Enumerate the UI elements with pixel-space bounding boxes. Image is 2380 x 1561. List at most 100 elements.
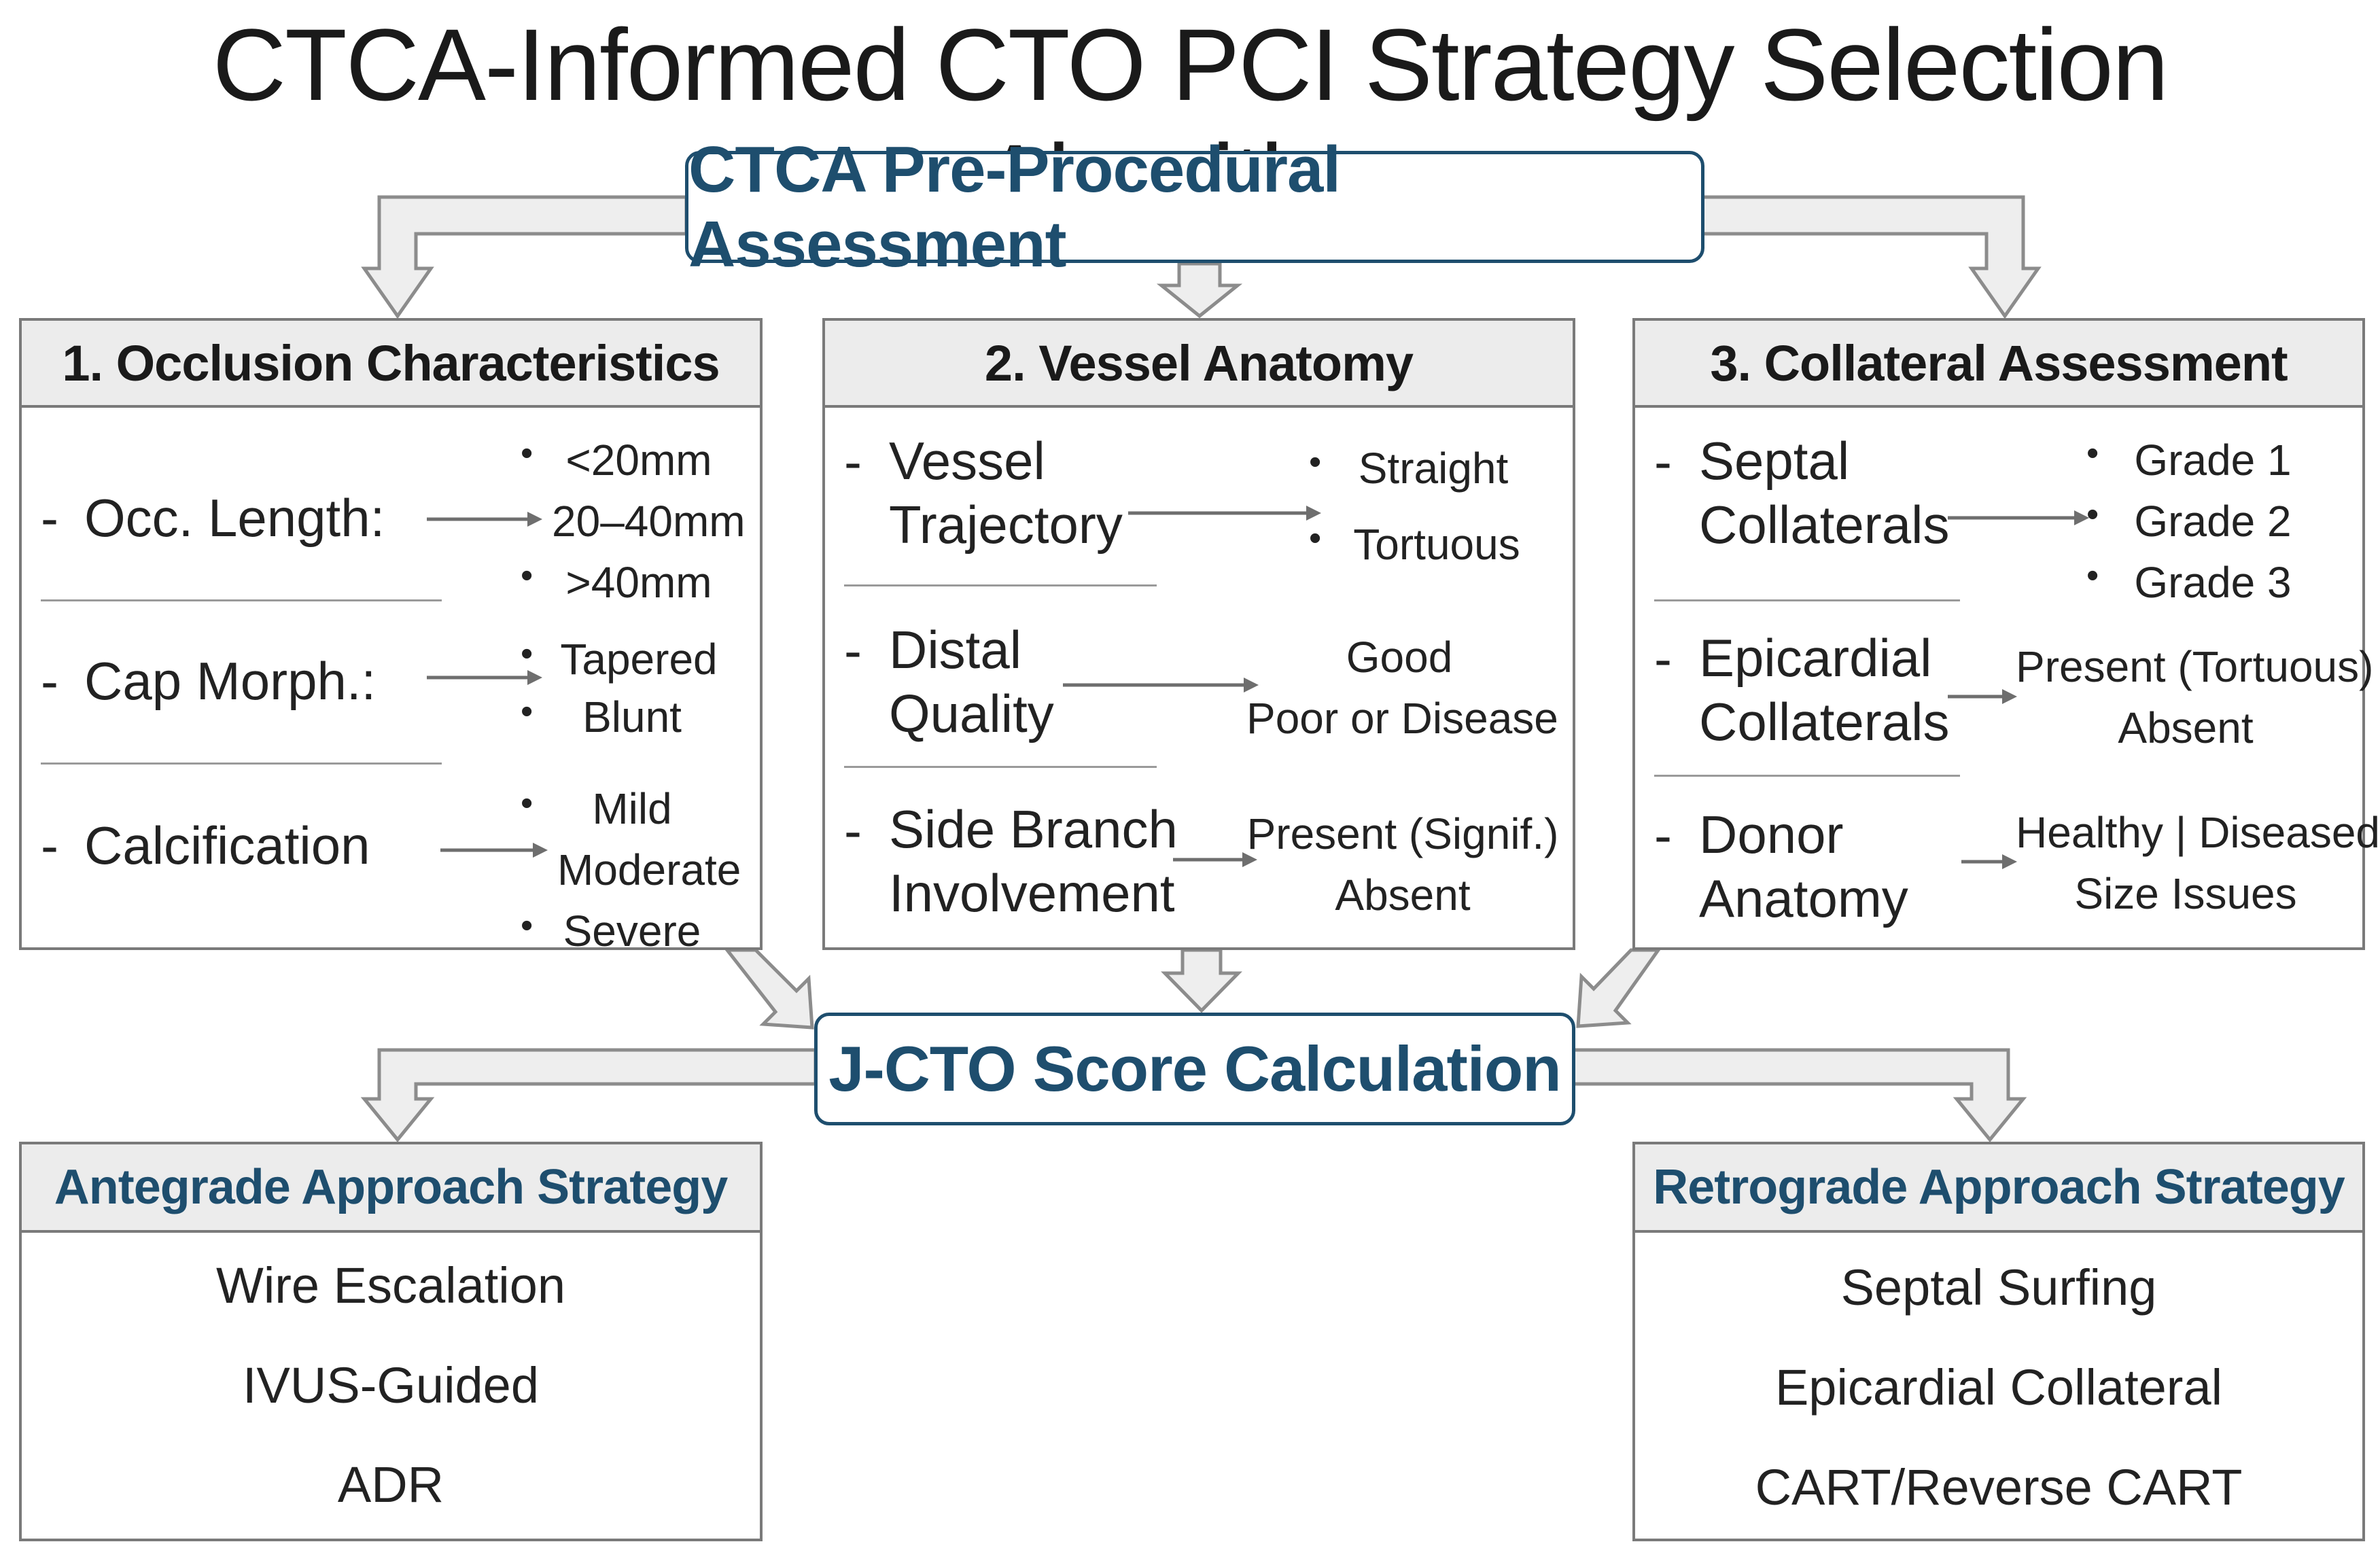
donor-anatomy-label-line2: Anatomy — [1699, 869, 1908, 928]
bullet-icon: • — [2086, 434, 2099, 473]
right-arrow-icon — [1128, 504, 1323, 525]
vessel-trajectory-label-line1: Vessel — [889, 431, 1045, 491]
arrow-vessel-to-jcto — [1161, 948, 1242, 1013]
arrow-assessment-to-vessel — [1156, 262, 1243, 319]
arrow-assessment-to-collateral — [1700, 195, 2042, 319]
row-divider — [1654, 775, 1960, 777]
row-divider — [41, 762, 442, 765]
option-size-issues: Size Issues — [2074, 869, 2297, 918]
calcification-label: Calcification — [84, 815, 370, 875]
epicardial-collaterals-label-line1: Epicardial — [1699, 628, 1932, 688]
bullet-icon: • — [521, 906, 533, 945]
antegrade-strategy-heading: Antegrade Approach Strategy — [22, 1144, 760, 1233]
right-arrow-icon — [427, 510, 544, 531]
bullet-icon: • — [521, 634, 533, 673]
option-present-signif: Present (Signif.) — [1246, 809, 1559, 858]
row-divider — [41, 599, 442, 601]
option-grade-1: Grade 1 — [2134, 436, 2292, 485]
bullet-icon: • — [521, 692, 533, 731]
right-arrow-icon — [427, 669, 544, 690]
septal-collaterals-label-line2: Collaterals — [1699, 495, 1950, 555]
vessel-trajectory-label-line2: Trajectory — [889, 495, 1123, 555]
strategy-item: CART/Reverse CART — [1755, 1459, 2243, 1515]
row-dash: - — [844, 432, 862, 491]
row-dash: - — [41, 488, 58, 548]
strategy-item: ADR — [337, 1456, 444, 1513]
option-mild: Mild — [592, 784, 672, 833]
bullet-icon: • — [521, 434, 533, 473]
option-present-tortuous: Present (Tortuous) — [2016, 642, 2374, 691]
arrow-jcto-to-antegrade — [360, 1048, 818, 1142]
side-branch-label-line2: Involvement — [889, 863, 1175, 923]
bullet-icon: • — [1309, 442, 1322, 482]
option-poor-or-disease: Poor or Disease — [1246, 694, 1558, 743]
option-straight: Straight — [1358, 444, 1509, 493]
option-absent: Absent — [2118, 703, 2254, 752]
strategy-item: Septal Surfing — [1840, 1259, 2157, 1316]
row-divider — [844, 766, 1157, 768]
option-absent: Absent — [1335, 871, 1471, 919]
epicardial-collaterals-label-line2: Collaterals — [1699, 692, 1950, 752]
option-grade-3: Grade 3 — [2134, 558, 2292, 607]
right-arrow-icon — [1173, 851, 1259, 872]
row-dash: - — [844, 801, 862, 860]
antegrade-strategy-box: Antegrade Approach Strategy Wire Escalat… — [19, 1142, 763, 1541]
septal-collaterals-label-line1: Septal — [1699, 431, 1850, 491]
bullet-icon: • — [521, 556, 533, 595]
option-healthy-diseased: Healthy | Diseased — [2016, 808, 2380, 857]
row-dash: - — [41, 815, 58, 875]
side-branch-label-line1: Side Branch — [889, 799, 1178, 859]
option-tortuous: Tortuous — [1353, 520, 1520, 569]
retrograde-strategy-heading: Retrograde Approach Strategy — [1635, 1144, 2362, 1233]
arrow-jcto-to-retrograde — [1571, 1048, 2027, 1142]
option-gt40mm: >40mm — [565, 558, 712, 607]
right-arrow-icon — [1948, 688, 2018, 709]
distal-quality-label-line2: Quality — [889, 684, 1054, 743]
arrow-occlusion-to-jcto — [723, 948, 814, 1030]
jcto-score-label: J-CTO Score Calculation — [828, 1033, 1561, 1104]
option-blunt: Blunt — [582, 692, 682, 741]
bullet-icon: • — [2086, 556, 2099, 595]
option-severe: Severe — [563, 907, 701, 955]
right-arrow-icon — [440, 841, 549, 862]
occlusion-characteristics-box: 1. Occlusion Characteristics - Occ. Leng… — [19, 318, 763, 955]
occlusion-characteristics-heading: 1. Occlusion Characteristics — [22, 321, 760, 408]
bullet-icon: • — [521, 784, 533, 823]
vessel-anatomy-box: 2. Vessel Anatomy - Vessel Trajectory • … — [822, 318, 1575, 950]
collateral-assessment-box: 3. Collateral Assessment - Septal Collat… — [1632, 318, 2380, 950]
row-dash: - — [1654, 629, 1672, 688]
row-dash: - — [844, 620, 862, 680]
right-arrow-icon — [1961, 853, 2018, 874]
cap-morph-label: Cap Morph.: — [84, 651, 377, 711]
strategy-item: Wire Escalation — [215, 1257, 566, 1314]
ctca-assessment-node: CTCA Pre-Procedural Assessment — [685, 133, 1704, 281]
row-divider — [1654, 599, 1960, 601]
row-dash: - — [1654, 432, 1672, 491]
bullet-icon: • — [2086, 495, 2099, 534]
collateral-assessment-heading: 3. Collateral Assessment — [1635, 321, 2362, 408]
option-grade-2: Grade 2 — [2134, 497, 2292, 546]
distal-quality-label-line1: Distal — [889, 620, 1022, 680]
jcto-score-node: J-CTO Score Calculation — [814, 1013, 1575, 1125]
option-20-40mm: 20–40mm — [552, 497, 746, 546]
ctca-assessment-label: CTCA Pre-Procedural Assessment — [688, 133, 1341, 281]
occ-length-label: Occ. Length: — [84, 488, 385, 548]
row-divider — [844, 584, 1157, 586]
right-arrow-icon — [1948, 509, 2090, 530]
strategy-item: Epicardial Collateral — [1774, 1359, 2223, 1416]
row-dash: - — [41, 651, 58, 711]
option-good: Good — [1346, 633, 1453, 682]
vessel-anatomy-heading: 2. Vessel Anatomy — [825, 321, 1573, 408]
bullet-icon: • — [1309, 519, 1322, 558]
option-lt20mm: <20mm — [565, 436, 712, 485]
donor-anatomy-label-line1: Donor — [1699, 805, 1844, 864]
arrow-assessment-to-occlusion — [361, 195, 688, 319]
row-dash: - — [1654, 805, 1672, 865]
option-tapered: Tapered — [560, 635, 718, 684]
strategy-item: IVUS-Guided — [243, 1357, 539, 1414]
retrograde-strategy-box: Retrograde Approach Strategy Septal Surf… — [1632, 1142, 2365, 1541]
arrow-collateral-to-jcto — [1576, 948, 1662, 1028]
option-moderate: Moderate — [557, 845, 741, 894]
right-arrow-icon — [1063, 676, 1260, 697]
